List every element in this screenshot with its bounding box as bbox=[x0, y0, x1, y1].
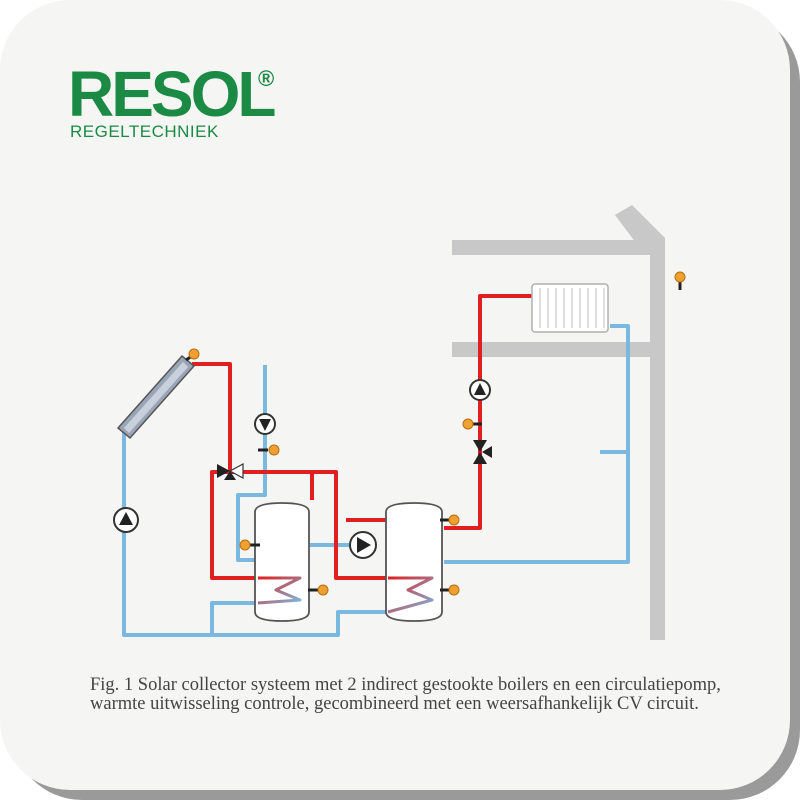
solar-collector-icon bbox=[116, 354, 196, 440]
hot-pipes bbox=[192, 294, 532, 580]
boiler-tank-icon bbox=[385, 502, 443, 622]
figure-caption: Fig. 1 Solar collector systeem met 2 ind… bbox=[90, 675, 721, 714]
pump-icon bbox=[254, 413, 276, 435]
temperature-sensor-icon bbox=[462, 418, 482, 430]
building-outline bbox=[452, 205, 665, 640]
pump-icon bbox=[113, 507, 139, 533]
pump-icon bbox=[469, 379, 491, 401]
temperature-sensor-icon bbox=[258, 444, 280, 456]
heat-exchanger-coil-icon bbox=[387, 576, 434, 614]
logo-wordmark: RESOL bbox=[68, 58, 276, 130]
three-way-valve-icon bbox=[473, 440, 492, 464]
temperature-sensor-icon bbox=[440, 584, 460, 596]
temperature-sensor-icon bbox=[440, 514, 460, 526]
logo-registered-mark: ® bbox=[258, 66, 275, 91]
boiler-tank-icon bbox=[254, 502, 310, 622]
temperature-sensor-icon bbox=[308, 584, 329, 596]
radiator-icon bbox=[531, 283, 609, 333]
resol-logo: RESOL ® REGELTECHNIEK bbox=[68, 62, 328, 152]
three-way-valve-icon bbox=[217, 462, 244, 480]
cold-pipes bbox=[122, 324, 630, 637]
heat-exchanger-coil-icon bbox=[257, 576, 302, 605]
pump-icon bbox=[349, 531, 377, 559]
logo-subtitle: REGELTECHNIEK bbox=[70, 122, 219, 141]
temperature-sensor-icon bbox=[239, 539, 260, 551]
temperature-sensor-icon bbox=[674, 271, 686, 290]
temperature-sensor-icon bbox=[185, 348, 200, 362]
